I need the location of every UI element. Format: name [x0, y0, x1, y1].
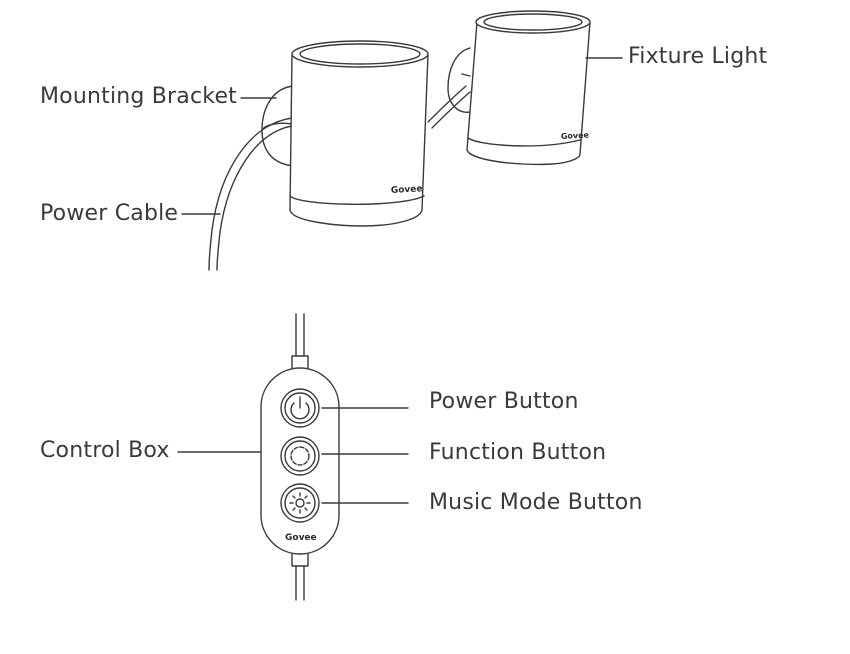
label-control-box: Control Box — [40, 438, 170, 463]
fixture-light-front — [208, 40, 429, 271]
power-icon — [290, 402, 310, 420]
label-mounting-bracket: Mounting Bracket — [40, 84, 237, 109]
function-button[interactable] — [280, 436, 320, 476]
music-mode-button[interactable] — [280, 483, 320, 523]
brand-logo-control-box: Govee — [285, 533, 317, 543]
label-fixture-light: Fixture Light — [628, 44, 768, 69]
label-power-button: Power Button — [429, 389, 579, 414]
label-power-cable: Power Cable — [40, 201, 179, 226]
sun-icon — [289, 492, 311, 514]
fixture-light-back — [427, 10, 591, 166]
label-music-mode-button: Music Mode Button — [429, 490, 643, 515]
function-ring-icon — [290, 446, 310, 466]
brand-logo-front: Govee — [391, 184, 423, 196]
brand-logo-back: Govee — [561, 131, 590, 141]
power-button[interactable] — [280, 388, 320, 428]
label-function-button: Function Button — [429, 440, 607, 465]
